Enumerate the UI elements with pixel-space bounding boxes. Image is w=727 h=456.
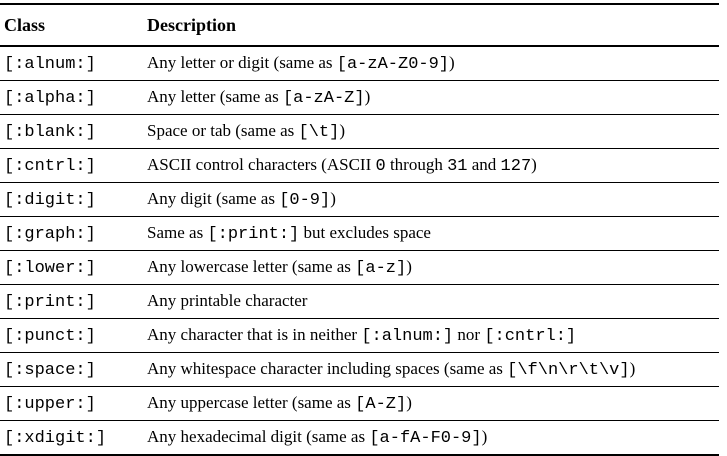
class-name-cell: [:upper:] [0,386,143,421]
posix-character-classes-table: Class Description [:alnum:]Any letter or… [0,3,719,456]
text-span: ) [330,189,336,208]
text-span: ) [629,359,636,378]
text-span: ) [449,53,455,72]
code-span: 0 [375,157,386,176]
text-span: ) [481,427,488,446]
text-span: ) [339,121,346,140]
text-span: Any letter (same as [147,87,283,106]
table-row: [:alnum:]Any letter or digit (same as [a… [0,46,719,81]
header-row: Class Description [0,3,719,47]
text-span: and [467,155,501,174]
code-span: [\t] [298,123,340,142]
table-row: [:blank:]Space or tab (same as [\t]) [0,114,719,149]
description-cell: Any uppercase letter (same as [A-Z]) [143,386,719,421]
column-header-class: Class [0,3,143,47]
code-span: [:print:] [207,225,300,244]
table-row: [:print:]Any printable character [0,284,719,319]
text-span: nor [453,325,485,344]
text-span: Any hexadecimal digit (same as [147,427,370,446]
text-span: ) [406,393,412,412]
text-span: Any lowercase letter (same as [147,257,356,276]
code-span: [0-9] [279,191,331,210]
text-span: ) [406,257,412,276]
table-row: [:space:]Any whitespace character includ… [0,352,719,387]
class-name-cell: [:digit:] [0,182,143,217]
table-row: [:lower:]Any lowercase letter (same as [… [0,250,719,285]
table-row: [:upper:]Any uppercase letter (same as [… [0,386,719,421]
description-cell: Any lowercase letter (same as [a-z]) [143,250,719,285]
description-cell: Any whitespace character including space… [143,352,719,387]
description-cell: Same as [:print:] but excludes space [143,216,719,251]
table-row: [:graph:]Same as [:print:] but excludes … [0,216,719,251]
table-row: [:alpha:]Any letter (same as [a-zA-Z]) [0,80,719,115]
table-row: [:digit:]Any digit (same as [0-9]) [0,182,719,217]
text-span: ) [531,155,537,174]
code-span: 31 [447,157,468,176]
class-name-cell: [:print:] [0,284,143,319]
text-span: through [385,155,448,174]
code-span: [a-zA-Z] [282,89,365,108]
text-span: ASCII control characters (ASCII [147,155,376,174]
code-span: 127 [500,157,532,176]
text-span: but excludes space [299,223,431,242]
table-header: Class Description [0,3,719,47]
description-cell: Space or tab (same as [\t]) [143,114,719,149]
text-span: Any uppercase letter (same as [147,393,356,412]
code-span: [a-zA-Z0-9] [336,55,449,74]
text-span: Any printable character [147,291,308,310]
class-name-cell: [:blank:] [0,114,143,149]
column-header-description: Description [143,3,719,47]
description-cell: Any character that is in neither [:alnum… [143,318,719,353]
class-name-cell: [:space:] [0,352,143,387]
class-name-cell: [:lower:] [0,250,143,285]
code-span: [:alnum:] [361,327,454,346]
table-body: [:alnum:]Any letter or digit (same as [a… [0,46,719,456]
description-cell: Any digit (same as [0-9]) [143,182,719,217]
class-name-cell: [:alpha:] [0,80,143,115]
description-cell: Any letter or digit (same as [a-zA-Z0-9]… [143,46,719,81]
code-span: [a-z] [355,259,407,278]
code-span: [a-fA-F0-9] [369,429,482,448]
table-row: [:cntrl:]ASCII control characters (ASCII… [0,148,719,183]
class-name-cell: [:punct:] [0,318,143,353]
text-span: Any whitespace character including space… [147,359,508,378]
description-cell: Any printable character [143,284,719,319]
text-span: Any character that is in neither [147,325,362,344]
description-cell: Any letter (same as [a-zA-Z]) [143,80,719,115]
table-row: [:punct:]Any character that is in neithe… [0,318,719,353]
class-name-cell: [:graph:] [0,216,143,251]
text-span: Any digit (same as [147,189,280,208]
text-span: Same as [147,223,208,242]
code-span: [\f\n\r\t\v] [507,361,630,380]
code-span: [A-Z] [355,395,407,414]
text-span: ) [364,87,371,106]
text-span: Any letter or digit (same as [147,53,337,72]
text-span: Space or tab (same as [147,121,299,140]
class-name-cell: [:alnum:] [0,46,143,81]
code-span: [:cntrl:] [484,327,577,346]
class-name-cell: [:cntrl:] [0,148,143,183]
description-cell: ASCII control characters (ASCII 0 throug… [143,148,719,183]
